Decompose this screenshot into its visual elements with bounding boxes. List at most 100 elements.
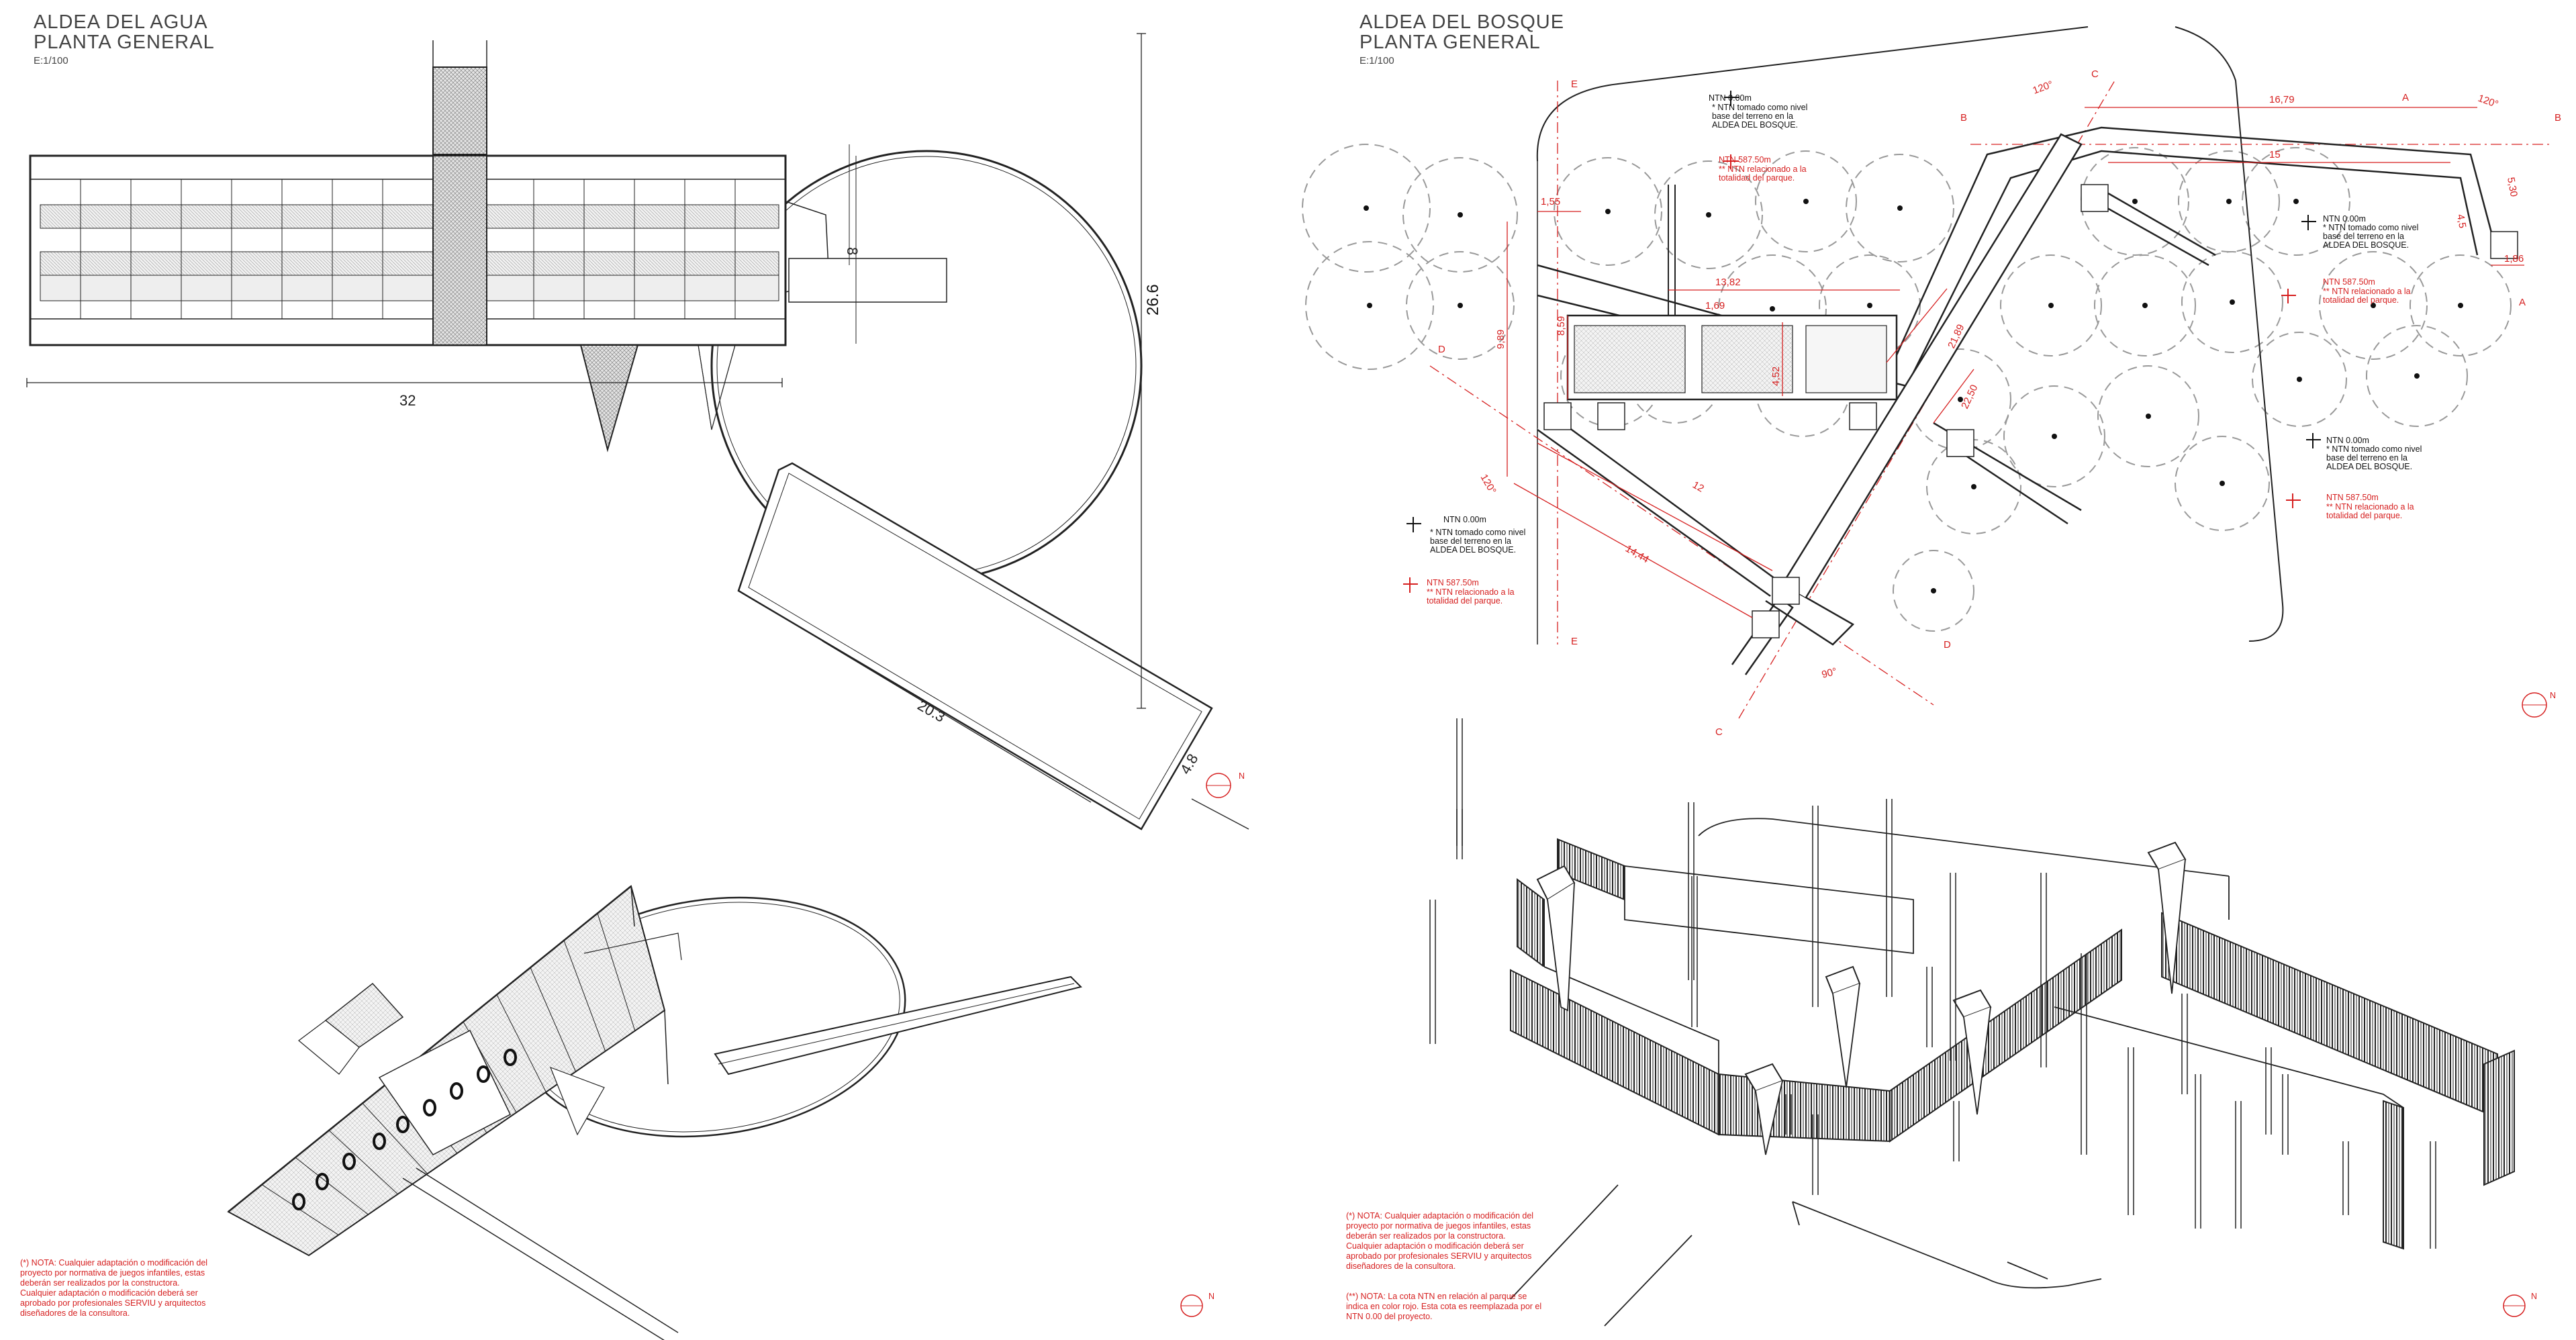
note2-line-1: (**) NOTA: La cota NTN en relación al pa… bbox=[1346, 1292, 1527, 1301]
tree-trunk bbox=[2226, 199, 2232, 204]
level-label-red: NTN 587.50m bbox=[2323, 277, 2375, 287]
roof-rib bbox=[295, 1157, 369, 1215]
level-desc-red: totalidad del parque. bbox=[1719, 173, 1795, 183]
tree-canopy bbox=[2000, 254, 2102, 356]
dim-1-86: 1,86 bbox=[2504, 253, 2524, 265]
tree-trunk bbox=[1931, 588, 1936, 593]
section-D-left: D bbox=[1438, 344, 1445, 355]
dim-length: 32 bbox=[399, 392, 416, 409]
dim-22-50: 22,50 bbox=[1959, 383, 1980, 410]
level-desc: * NTN tomado como nivel bbox=[1430, 528, 1525, 537]
section-B-right: B bbox=[2555, 112, 2561, 124]
tree-canopy bbox=[1305, 241, 1434, 370]
level-label-red: NTN 587.50m bbox=[1427, 578, 1479, 587]
bosque-plan bbox=[1537, 126, 2518, 675]
level-group-3: NTN 0.00m * NTN tomado como nivel base d… bbox=[2286, 433, 2422, 520]
level-group-4: NTN 0.00m * NTN tomado como nivel base d… bbox=[1403, 515, 1525, 606]
north-label-3: N bbox=[2550, 691, 2556, 700]
tree-trunk bbox=[2220, 481, 2225, 486]
tree-trunk bbox=[1458, 303, 1463, 308]
note-line-4: Cualquier adaptación o modificación debe… bbox=[20, 1288, 198, 1298]
tree-trunk bbox=[1458, 212, 1463, 218]
north-label-4: N bbox=[2531, 1292, 2537, 1301]
dim-15: 15 bbox=[2269, 149, 2281, 160]
tree-trunk bbox=[1605, 209, 1611, 214]
swing-ring bbox=[423, 1099, 436, 1116]
dim-13-82: 13,82 bbox=[1715, 277, 1741, 288]
tree-trunk bbox=[2414, 373, 2420, 379]
tree-canopy bbox=[2410, 254, 2512, 356]
roof-rib bbox=[228, 1211, 309, 1256]
level-desc: base del terreno en la bbox=[1712, 111, 1793, 121]
level-desc-red: ** NTN relacionado a la bbox=[2323, 287, 2411, 296]
tree-trunk bbox=[1897, 205, 1903, 211]
tree-canopy bbox=[1654, 160, 1763, 269]
title-line2: PLANTA GENERAL bbox=[34, 32, 215, 53]
tree-trunk bbox=[1958, 397, 1963, 402]
tree-trunk bbox=[1867, 303, 1872, 308]
tree-canopy bbox=[1402, 157, 1518, 273]
red-dimensions bbox=[1507, 107, 2524, 618]
level-label-red: NTN 587.50m bbox=[1719, 155, 1771, 164]
note-line-2: proyecto por normativa de juegos infanti… bbox=[20, 1268, 205, 1278]
tree-canopy bbox=[2175, 436, 2270, 531]
angle-a3: 120° bbox=[1478, 473, 1498, 496]
level-desc-red: totalidad del parque. bbox=[2323, 295, 2399, 305]
level-desc-red: totalidad del parque. bbox=[2326, 511, 2402, 520]
roof-rib bbox=[563, 940, 606, 1052]
roof-rib bbox=[362, 1102, 428, 1174]
note-r-line-5: aprobado por profesionales SERVIU y arqu… bbox=[1346, 1251, 1531, 1261]
note-line-1: (*) NOTA: Cualquier adaptación o modific… bbox=[20, 1258, 207, 1267]
dim-5-30: 5,30 bbox=[2505, 177, 2520, 198]
tree-canopy bbox=[1893, 550, 1974, 632]
level-group-2: NTN 0.00m * NTN tomado como nivel base d… bbox=[2281, 214, 2418, 305]
tree-canopy bbox=[1406, 251, 1515, 360]
tree-trunk bbox=[2146, 414, 2151, 419]
tree-canopy bbox=[1755, 150, 1857, 252]
tree-trunk-group bbox=[1364, 199, 2463, 593]
tree-trunk bbox=[1364, 205, 1369, 211]
level-desc-red: ** NTN relacionado a la bbox=[1719, 164, 1807, 174]
section-A-bottom: A bbox=[2519, 297, 2526, 308]
aldea-del-bosque-sheet: ALDEA DEL BOSQUE PLANTA GENERAL E:1/100 … bbox=[1302, 11, 2561, 1327]
swing-ring bbox=[477, 1065, 490, 1083]
tree-canopy bbox=[2181, 251, 2283, 353]
level-label: NTN 0.00m bbox=[2326, 436, 2369, 445]
level-desc: ALDEA DEL BOSQUE. bbox=[2323, 240, 2409, 250]
section-markers: E E B B A A C C D D bbox=[1438, 68, 2561, 738]
north-arrow-bottom-right: N bbox=[2503, 1292, 2537, 1317]
aldea-del-agua-sheet: ALDEA DEL AGUA PLANTA GENERAL E:1/100 bbox=[20, 11, 1249, 1340]
level-desc: * NTN tomado como nivel bbox=[2326, 444, 2422, 454]
level-desc: ALDEA DEL BOSQUE. bbox=[1712, 120, 1798, 130]
level-desc-red: ** NTN relacionado a la bbox=[2326, 502, 2414, 512]
tree-trunk bbox=[1770, 306, 1775, 312]
tree-trunk bbox=[2142, 303, 2148, 308]
dim-8-59: 8,59 bbox=[1556, 316, 1567, 336]
tree-trunk bbox=[2371, 303, 2376, 308]
tree-canopy bbox=[2081, 147, 2189, 256]
tree-canopy bbox=[2366, 325, 2468, 427]
level-label: NTN 0.00m bbox=[1443, 515, 1486, 524]
tree-trunk bbox=[2052, 434, 2057, 439]
dim-4-52: 4,52 bbox=[1770, 367, 1782, 386]
swing-ring bbox=[504, 1049, 517, 1066]
note-line-5: aprobado por profesionales SERVIU y arqu… bbox=[20, 1298, 205, 1308]
swing-ring bbox=[292, 1193, 305, 1210]
note-line-3: deberán ser realizados por la constructo… bbox=[20, 1278, 180, 1288]
swing-ring bbox=[450, 1082, 463, 1100]
level-label-red: NTN 587.50m bbox=[2326, 493, 2379, 502]
tree-trunk bbox=[1706, 212, 1711, 218]
level-label: NTN 0.00m bbox=[2323, 214, 2366, 224]
north-arrow-bottom-left: N bbox=[1180, 1292, 1214, 1317]
level-desc: ALDEA DEL BOSQUE. bbox=[1430, 545, 1516, 555]
level-desc: ALDEA DEL BOSQUE. bbox=[2326, 462, 2412, 471]
bosque-axonometric bbox=[1429, 718, 2515, 1327]
north-arrow-top-right: N bbox=[2522, 691, 2556, 718]
note-r-line-6: diseñadores de la consultora. bbox=[1346, 1261, 1456, 1271]
scale-label-right: E:1/100 bbox=[1359, 55, 1394, 66]
north-label-2: N bbox=[1208, 1292, 1214, 1301]
tree-canopy bbox=[1554, 157, 1662, 266]
tree-canopy bbox=[2242, 147, 2350, 256]
tree-canopy bbox=[1846, 154, 1954, 262]
